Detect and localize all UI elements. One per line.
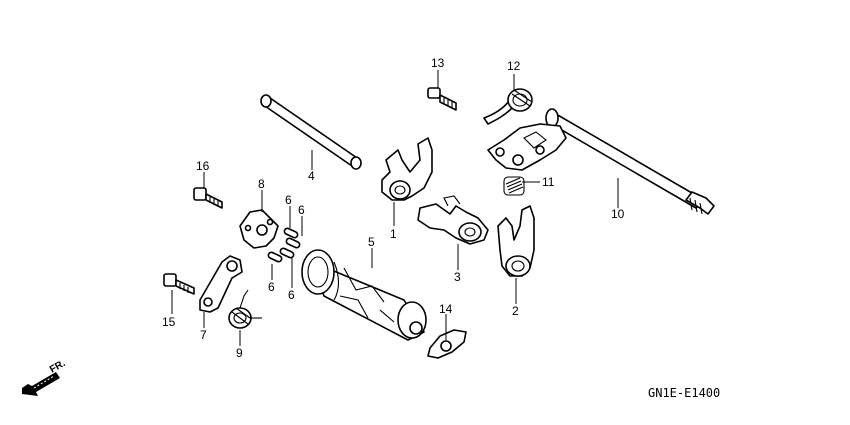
- part-6-pins: [267, 227, 301, 263]
- part-9-spring: [228, 289, 262, 329]
- callout-2: 2: [512, 304, 519, 318]
- part-2-shift-fork: [497, 205, 535, 277]
- callout-10: 10: [611, 207, 625, 221]
- callout-5: 5: [368, 235, 375, 249]
- leader-lines: [171, 70, 619, 346]
- part-4-fork-shaft: [260, 94, 362, 170]
- callout-6-a: 6: [285, 193, 292, 207]
- callout-15: 15: [162, 315, 176, 329]
- part-1-shift-fork: [381, 137, 433, 201]
- part-5-shift-drum: [301, 249, 427, 341]
- callout-11: 11: [542, 175, 555, 189]
- part-11-spring: [503, 176, 525, 196]
- callout-8: 8: [258, 177, 265, 191]
- callout-16: 16: [196, 159, 210, 173]
- diagram-code: GN1E-E1400: [648, 386, 720, 400]
- callout-6-c: 6: [268, 280, 275, 294]
- callout-7: 7: [200, 328, 207, 342]
- front-label: FR.: [48, 358, 68, 376]
- part-3-shift-fork: [417, 195, 489, 245]
- callout-3: 3: [454, 270, 461, 284]
- callout-4: 4: [308, 169, 315, 183]
- part-14-plate: [427, 329, 467, 359]
- front-direction-arrow: FR.: [22, 358, 68, 396]
- callout-9: 9: [236, 346, 243, 360]
- callout-12: 12: [507, 59, 521, 73]
- part-15-bolt: [163, 273, 195, 295]
- part-13-bolt: [427, 87, 457, 111]
- callout-6-d: 6: [288, 288, 295, 302]
- callout-14: 14: [439, 302, 453, 316]
- callout-1: 1: [390, 227, 397, 241]
- part-12-spring: [483, 88, 533, 125]
- part-8-stopper-plate: [239, 209, 279, 249]
- part-10-gearshift-spindle: [487, 108, 715, 215]
- callout-6-b: 6: [298, 203, 305, 217]
- callout-13: 13: [431, 56, 445, 70]
- part-7-stopper-arm: [199, 255, 243, 313]
- part-16-bolt: [193, 187, 223, 209]
